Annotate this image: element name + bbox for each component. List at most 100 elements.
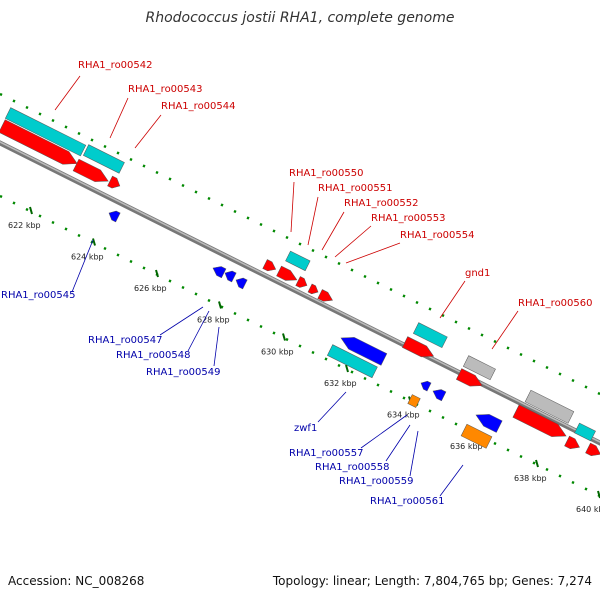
upper-rail-tick — [402, 294, 406, 298]
reverse-gene-label: RHA1_ro00557 — [289, 448, 364, 459]
forward-gene-label: RHA1_ro00560 — [518, 298, 593, 309]
lower-rail-tick — [389, 389, 393, 394]
lower-rail-tick — [51, 220, 55, 225]
gene-ro00545 — [108, 210, 121, 223]
upper-rail-tick — [0, 92, 3, 97]
forward-leader-line — [345, 242, 401, 264]
genome-summary-text: Topology: linear; Length: 7,804,765 bp; … — [272, 574, 592, 588]
lower-rail-tick — [233, 311, 237, 316]
scale-label: 630 kbp — [261, 348, 294, 357]
lower-rail-tick — [584, 487, 588, 491]
lower-rail-tick — [350, 370, 354, 374]
lower-rail-tick — [571, 480, 575, 485]
gene-gnd1-shape — [412, 322, 448, 349]
upper-rail-tick — [571, 378, 575, 383]
gene-ro00546-shape — [212, 266, 227, 279]
gene-ro00548 — [235, 277, 248, 290]
gene-gnd1 — [412, 322, 448, 349]
gene-ro00561-shape — [475, 414, 503, 433]
upper-rail-tick — [77, 131, 81, 136]
upper-rail-tick — [233, 209, 237, 214]
upper-rail-tick — [51, 118, 55, 123]
upper-rail-tick — [129, 157, 133, 162]
lower-rail-tick — [181, 285, 185, 290]
gene-ro00542-shape — [4, 107, 87, 157]
gene-ro00543-shape — [82, 144, 125, 174]
lower-rail-tick — [38, 214, 42, 218]
scale-label: 624 kbp — [71, 253, 104, 262]
reverse-gene-label: RHA1_ro00561 — [370, 496, 445, 507]
gene-ro00547 — [224, 270, 237, 283]
gene-ro00553 — [307, 283, 319, 295]
gene-ro00544 — [107, 175, 121, 189]
reverse-gene-label: RHA1_ro00545 — [1, 290, 76, 301]
forward-leader-line — [307, 196, 319, 246]
scale-label: 638 kbp — [514, 474, 547, 483]
reverse-gene-label: RHA1_ro00548 — [116, 350, 191, 361]
upper-rail-tick — [64, 125, 68, 129]
major-tick — [282, 333, 286, 341]
lower-rail-tick — [493, 441, 497, 446]
gene-ro00542-red — [0, 119, 78, 165]
gene-ro00563 — [564, 435, 580, 449]
lower-rail-tick — [25, 207, 29, 212]
gene-ro00561-orange-shape — [460, 423, 493, 449]
lower-rail-tick — [506, 448, 510, 452]
gene-ro00557 — [420, 380, 432, 392]
gene-ro00553-shape — [307, 283, 319, 295]
forward-gene-label: RHA1_ro00543 — [128, 84, 203, 95]
upper-rail-tick — [259, 222, 263, 227]
upper-rail-tick — [584, 385, 588, 389]
upper-rail-tick — [90, 138, 94, 142]
lower-rail-tick — [142, 266, 146, 270]
gene-ro00542 — [4, 107, 87, 157]
scale-label: 622 kbp — [8, 221, 41, 230]
gene-ro00558-shape — [432, 389, 447, 402]
lower-rail-tick — [441, 415, 445, 420]
forward-gene-label: RHA1_ro00544 — [161, 101, 236, 112]
major-tick — [155, 269, 159, 278]
upper-rail-tick — [220, 203, 224, 207]
upper-rail-tick — [311, 248, 315, 253]
lower-rail-tick — [259, 324, 263, 329]
lower-rail-tick — [246, 318, 250, 322]
forward-leader-line — [134, 114, 162, 149]
gene-ro00552 — [295, 276, 308, 288]
lower-rail-tick — [285, 337, 289, 342]
lower-rail-tick — [207, 298, 211, 303]
reverse-gene-label: zwf1 — [294, 423, 317, 434]
lower-rail-tick — [558, 474, 562, 478]
scale-label: 628 kbp — [197, 316, 230, 325]
reverse-leader-line — [159, 306, 204, 336]
gene-ro00560-gray-shape — [462, 355, 496, 381]
leader-line-layer — [54, 75, 519, 497]
upper-rail-tick — [376, 281, 380, 285]
forward-leader-line — [109, 97, 129, 139]
upper-rail-tick — [207, 196, 211, 201]
label-layer: RHA1_ro00542RHA1_ro00543RHA1_ro00544RHA1… — [1, 60, 593, 507]
upper-rail-tick — [142, 164, 146, 168]
gene-ro00563-shape — [564, 435, 580, 449]
major-tick — [92, 238, 96, 246]
upper-rail-tick — [493, 339, 497, 344]
upper-rail-tick — [389, 287, 393, 292]
upper-rail-tick — [103, 144, 107, 149]
gene-gnd1-red — [401, 336, 435, 358]
feature-layer — [0, 107, 600, 456]
reverse-gene-label: RHA1_ro00549 — [146, 367, 221, 378]
gene-ro00554-shape — [317, 289, 333, 302]
upper-rail-tick — [246, 216, 250, 220]
upper-rail-tick — [480, 333, 484, 337]
upper-rail-tick — [428, 307, 432, 311]
upper-rail-tick — [12, 99, 16, 103]
forward-gene-label: RHA1_ro00554 — [400, 230, 475, 241]
gene-ro00552-shape — [295, 276, 308, 288]
gene-ro00543-red — [72, 158, 109, 182]
gene-zwf1 — [340, 337, 388, 366]
forward-leader-line — [491, 310, 519, 350]
lower-rail-tick — [129, 259, 133, 264]
backbone-layer — [0, 140, 600, 446]
scale-label: 640 kbp — [576, 505, 600, 514]
upper-rail-tick — [558, 372, 562, 376]
major-tick — [29, 206, 33, 215]
